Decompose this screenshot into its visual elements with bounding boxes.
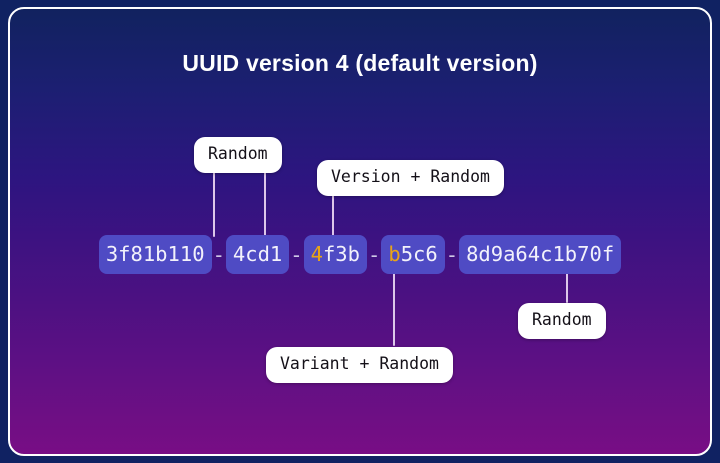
uuid-segment-5: 8d9a64c1b70f	[459, 235, 622, 274]
uuid-diagram-card: UUID version 4 (default version) Random …	[8, 7, 712, 456]
connector-random-bottom	[566, 271, 568, 303]
connector-version-random	[332, 192, 334, 237]
uuid-separator-1: -	[212, 242, 225, 267]
uuid-segment-3: 4f3b	[303, 235, 367, 274]
connector-random-top-left	[213, 170, 215, 237]
uuid-string: 3f81b110-4cd1-4f3b-b5c6-8d9a64c1b70f	[10, 235, 710, 274]
uuid-separator-4: -	[445, 242, 459, 267]
uuid-segment-1-rest: 3f81b110	[105, 242, 205, 266]
label-random-top: Random	[194, 137, 282, 173]
uuid-segment-3-highlight: 4	[310, 242, 323, 266]
connector-random-top-right	[264, 170, 266, 237]
uuid-segment-4-rest: 5c6	[400, 242, 438, 266]
uuid-segment-4: b5c6	[381, 235, 445, 274]
uuid-segment-2: 4cd1	[225, 235, 290, 274]
uuid-separator-2: -	[290, 242, 303, 267]
label-random-bottom: Random	[518, 303, 606, 339]
label-variant-random: Variant + Random	[266, 347, 453, 383]
uuid-segment-1: 3f81b110	[98, 235, 212, 274]
label-version-random: Version + Random	[317, 160, 504, 196]
uuid-segment-3-rest: f3b	[322, 242, 360, 266]
uuid-segment-4-highlight: b	[388, 242, 401, 266]
uuid-segment-2-rest: 4cd1	[232, 242, 283, 266]
uuid-separator-3: -	[368, 242, 381, 267]
connector-variant-random	[393, 271, 395, 346]
page-title: UUID version 4 (default version)	[182, 50, 538, 76]
uuid-segment-5-rest: 8d9a64c1b70f	[466, 242, 615, 266]
